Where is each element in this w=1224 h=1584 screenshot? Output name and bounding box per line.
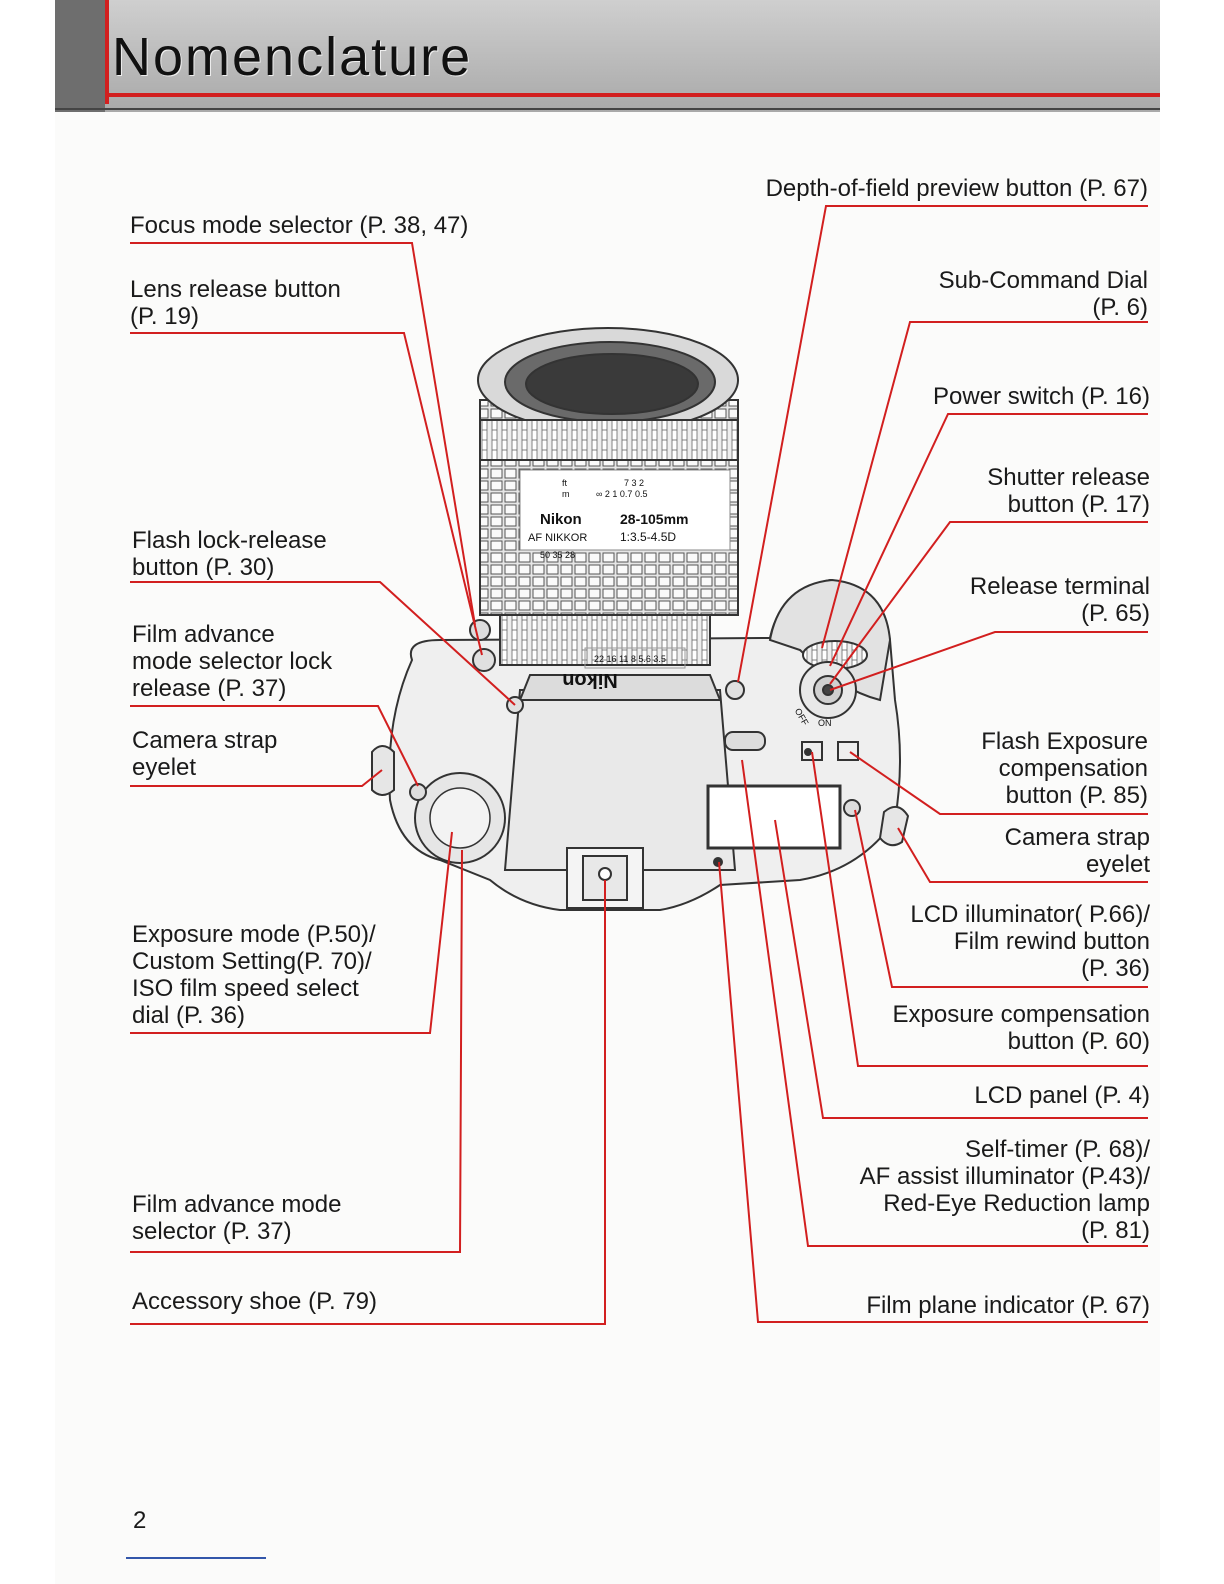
distance-scale-top: 7 3 2 — [624, 478, 644, 488]
label-self-timer: Self-timer (P. 68)/ AF assist illuminato… — [859, 1136, 1150, 1244]
label-left-strap-eyelet: Camera strap eyelet — [132, 727, 278, 781]
label-film-advance-lock: Film advance mode selector lock release … — [132, 621, 333, 702]
label-release-terminal: Release terminal (P. 65) — [969, 573, 1150, 627]
depth-of-field-button — [725, 680, 745, 700]
label-lcd-illuminator: LCD illuminator( P.66)/ Film rewind butt… — [910, 901, 1150, 982]
distance-m-label: m — [562, 489, 570, 499]
distance-scale-bottom: ∞ 2 1 0.7 0.5 — [596, 489, 647, 499]
leader-flash-exp-comp — [849, 751, 1148, 815]
zoom-scale: 50 35 28 — [540, 550, 575, 560]
leader-film-advance-mode — [130, 849, 463, 1253]
leader-focus-mode — [130, 242, 476, 626]
film-plane-indicator — [713, 857, 723, 867]
mode-switch — [724, 731, 766, 751]
lens — [477, 327, 739, 666]
label-flash-exp-comp: Flash Exposure compensation button (P. 8… — [981, 728, 1148, 809]
leader-accessory-shoe — [130, 880, 606, 1325]
label-lcd-panel: LCD panel (P. 4) — [974, 1082, 1150, 1109]
label-lens-release-button: Lens release button (P. 19) — [130, 276, 341, 330]
lcd-illuminator-button — [843, 799, 861, 817]
label-film-plane-indicator: Film plane indicator (P. 67) — [866, 1292, 1150, 1319]
leader-release-terminal — [829, 631, 1148, 691]
lens-release-button — [472, 648, 496, 672]
header-base-rule — [55, 108, 1160, 110]
leader-self-timer — [741, 759, 1148, 1247]
body-brand-text: Nikon — [562, 669, 618, 691]
footer-rule — [126, 1557, 266, 1559]
label-exposure-mode-dial: Exposure mode (P.50)/ Custom Setting(P. … — [132, 921, 376, 1029]
leader-film-plane — [718, 861, 1148, 1323]
label-exposure-comp: Exposure compensation button (P. 60) — [892, 1001, 1150, 1055]
leader-power-switch — [829, 413, 1148, 667]
leader-left-strap — [130, 769, 383, 787]
leader-exposure-mode — [130, 831, 453, 1034]
lcd-panel — [706, 784, 842, 850]
label-right-strap-eyelet: Camera strap eyelet — [1004, 824, 1150, 878]
power-on-text: ON — [818, 718, 832, 728]
leader-sub-command — [821, 321, 1148, 649]
lens-aperture-text: 1:3.5-4.5D — [620, 530, 676, 544]
focus-mode-selector — [469, 619, 491, 641]
label-shutter-release: Shutter release button (P. 17) — [987, 464, 1150, 518]
film-advance-lock-release — [409, 783, 427, 801]
leader-flash-lock — [130, 581, 516, 706]
self-timer-lamp — [804, 748, 812, 756]
flash-exposure-comp-button — [837, 741, 859, 761]
lens-name-text: AF NIKKOR — [528, 532, 587, 544]
label-power-switch: Power switch (P. 16) — [933, 383, 1150, 410]
leader-shutter-release — [829, 521, 1148, 685]
leader-lines — [130, 205, 1148, 1325]
label-accessory-shoe: Accessory shoe (P. 79) — [132, 1288, 378, 1315]
aperture-scale-plate — [584, 647, 686, 669]
leader-film-advance-lock — [130, 705, 419, 787]
label-sub-command-dial: Sub-Command Dial (P. 6) — [938, 267, 1148, 321]
right-strap-eyelet — [878, 805, 910, 847]
leader-dof-preview — [737, 205, 1148, 683]
page-header — [55, 0, 1160, 112]
label-dof-preview: Depth-of-field preview button (P. 67) — [765, 175, 1148, 202]
leader-lcd-panel — [774, 819, 1148, 1119]
label-focus-mode-selector: Focus mode selector (P. 38, 47) — [130, 212, 469, 239]
lens-brand-text: Nikon — [540, 511, 582, 528]
header-dark-block — [55, 0, 105, 112]
leader-right-strap — [897, 827, 1148, 883]
label-flash-lock-release: Flash lock-release button (P. 30) — [132, 527, 327, 581]
leader-exp-comp — [811, 751, 1148, 1067]
header-red-accent-rule — [109, 93, 1160, 97]
page-number: 2 — [133, 1507, 147, 1534]
distance-ft-label: ft — [562, 478, 568, 488]
label-film-advance-selector: Film advance mode selector (P. 37) — [132, 1191, 342, 1245]
lens-focal-text: 28-105mm — [620, 511, 689, 527]
page-title: Nomenclature — [112, 27, 473, 87]
leader-lens-release — [130, 332, 483, 656]
aperture-scale: 22 16 11 8 5.6 3.5 — [594, 654, 666, 664]
left-strap-eyelet — [371, 745, 395, 796]
leader-lcd-illuminator — [854, 809, 1148, 988]
header-red-accent-vertical — [105, 0, 109, 104]
